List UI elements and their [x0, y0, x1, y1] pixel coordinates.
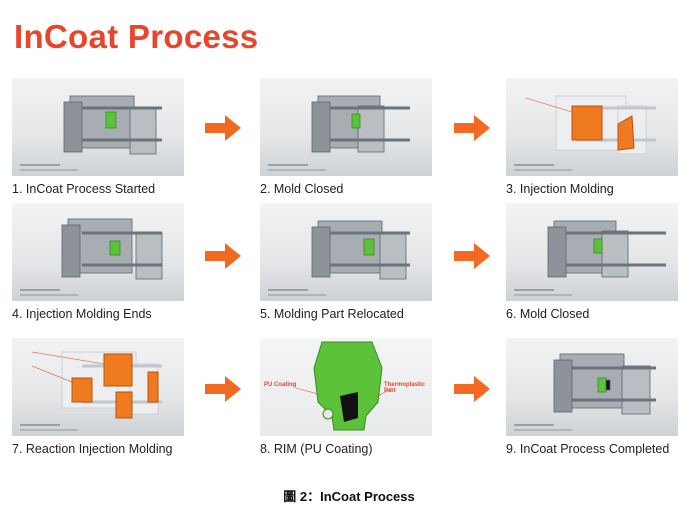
step-4-caption: 4. Injection Molding Ends: [12, 307, 152, 321]
thermoplastic-label: Thermoplastic Part: [384, 382, 426, 394]
step-9: 9. InCoat Process Completed: [506, 338, 678, 456]
page-title: InCoat Process: [14, 18, 259, 55]
step-6-caption: 6. Mold Closed: [506, 307, 590, 321]
step-8: PU Coating Thermoplastic Part 8. RIM (PU…: [260, 338, 432, 456]
step-5: 5. Molding Part Relocated: [260, 203, 432, 321]
step-8-image: PU Coating Thermoplastic Part: [260, 338, 432, 436]
step-3-image: [506, 78, 678, 176]
machine-illustration: [31, 351, 162, 419]
step-8-caption: 8. RIM (PU Coating): [260, 442, 373, 456]
step-2-image: [260, 78, 432, 176]
arrow-right-icon: [205, 376, 241, 402]
step-3: 3. Injection Molding: [506, 78, 678, 196]
machine-illustration: [311, 220, 410, 280]
arrow-right-icon: [205, 115, 241, 141]
machine-illustration: [525, 95, 656, 155]
step-4-image: [12, 203, 184, 301]
arrow-right-icon: [454, 376, 490, 402]
step-7-caption: 7. Reaction Injection Molding: [12, 442, 173, 456]
step-7: 7. Reaction Injection Molding: [12, 338, 184, 456]
machine-illustration: [63, 95, 162, 155]
step-6: 6. Mold Closed: [506, 203, 678, 321]
machine-illustration: [311, 95, 410, 153]
step-2: 2. Mold Closed: [260, 78, 432, 196]
step-2-caption: 2. Mold Closed: [260, 182, 344, 196]
arrow-right-icon: [454, 115, 490, 141]
arrow-right-icon: [205, 243, 241, 269]
step-1-image: [12, 78, 184, 176]
step-6-image: [506, 203, 678, 301]
step-5-caption: 5. Molding Part Relocated: [260, 307, 404, 321]
step-9-caption: 9. InCoat Process Completed: [506, 442, 670, 456]
step-9-image: [506, 338, 678, 436]
arrow-right-icon: [454, 243, 490, 269]
machine-illustration: [553, 353, 656, 415]
step-7-image: [12, 338, 184, 436]
figure-caption: 圖 2：InCoat Process: [283, 489, 415, 504]
part-illustration: [295, 341, 393, 431]
step-1: 1. InCoat Process Started: [12, 78, 184, 196]
step-1-caption: 1. InCoat Process Started: [12, 182, 156, 196]
pu-coating-label: PU Coating: [264, 382, 297, 388]
machine-illustration: [61, 218, 163, 280]
machine-illustration: [547, 220, 666, 278]
step-4: 4. Injection Molding Ends: [12, 203, 184, 321]
step-5-image: [260, 203, 432, 301]
step-3-caption: 3. Injection Molding: [506, 182, 614, 196]
